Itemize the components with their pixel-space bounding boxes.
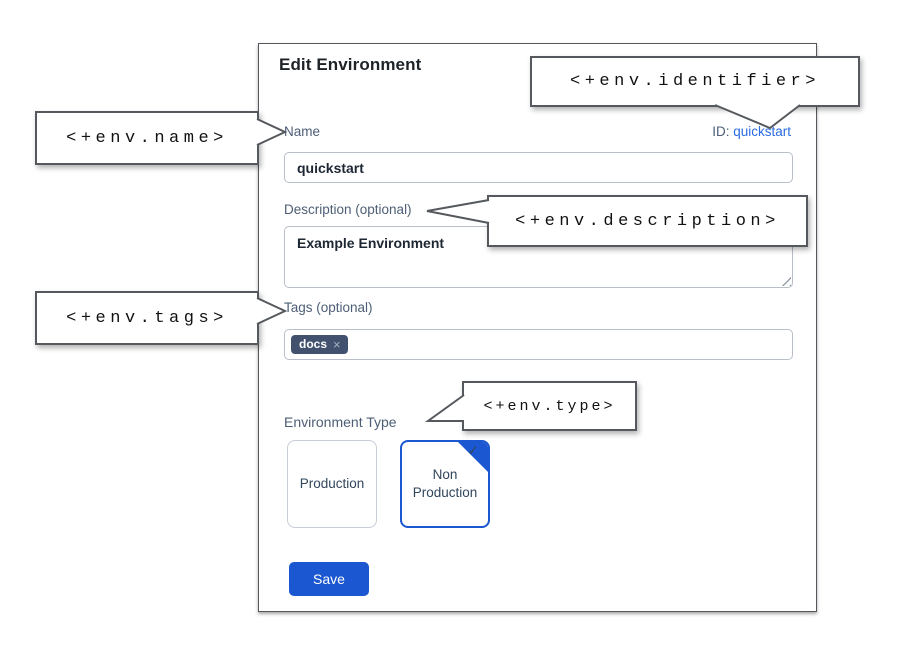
callout-tail-identifier <box>714 104 801 130</box>
save-button[interactable]: Save <box>289 562 369 596</box>
dialog-title: Edit Environment <box>279 55 422 74</box>
check-icon: ✓ <box>467 443 479 458</box>
name-input[interactable] <box>284 152 793 183</box>
callout-env-description-text: <+env.description> <box>515 211 780 231</box>
callout-env-tags: <+env.tags> <box>35 291 259 345</box>
callout-tail-type <box>424 394 465 422</box>
description-label: Description (optional) <box>284 202 412 217</box>
callout-env-identifier-text: <+env.identifier> <box>570 72 820 91</box>
callout-env-type: <+env.type> <box>462 381 637 431</box>
callout-tail-description <box>426 199 490 224</box>
callout-tail-name <box>256 118 288 146</box>
callout-env-name: <+env.name> <box>35 111 259 165</box>
callout-env-tags-text: <+env.tags> <box>66 308 228 328</box>
callout-env-description: <+env.description> <box>487 195 808 247</box>
edit-environment-dialog: Edit Environment Name ID: quickstart Des… <box>258 43 817 612</box>
callout-env-type-text: <+env.type> <box>483 397 616 415</box>
name-label: Name <box>284 124 321 139</box>
id-label: ID: <box>712 124 730 139</box>
resize-handle-icon[interactable] <box>781 276 791 286</box>
callout-env-name-text: <+env.name> <box>66 128 228 148</box>
callout-env-identifier: <+env.identifier> <box>530 56 860 107</box>
environment-id-link[interactable]: quickstart <box>733 124 791 139</box>
production-card-label: Production <box>299 475 365 491</box>
environment-type-production[interactable]: Production <box>287 440 377 528</box>
tag-chip[interactable]: docs × <box>291 335 348 354</box>
tags-input[interactable]: docs × <box>284 329 793 360</box>
tag-chip-label: docs <box>299 337 328 351</box>
environment-type-label: Environment Type <box>284 414 397 430</box>
callout-tail-tags <box>256 297 288 325</box>
non-production-card-label: Non Production <box>412 466 478 500</box>
environment-type-non-production[interactable]: Non Production ✓ <box>400 440 490 528</box>
environment-id: ID: quickstart <box>712 124 791 139</box>
tags-label: Tags (optional) <box>284 300 373 315</box>
tag-remove-icon[interactable]: × <box>333 336 341 352</box>
